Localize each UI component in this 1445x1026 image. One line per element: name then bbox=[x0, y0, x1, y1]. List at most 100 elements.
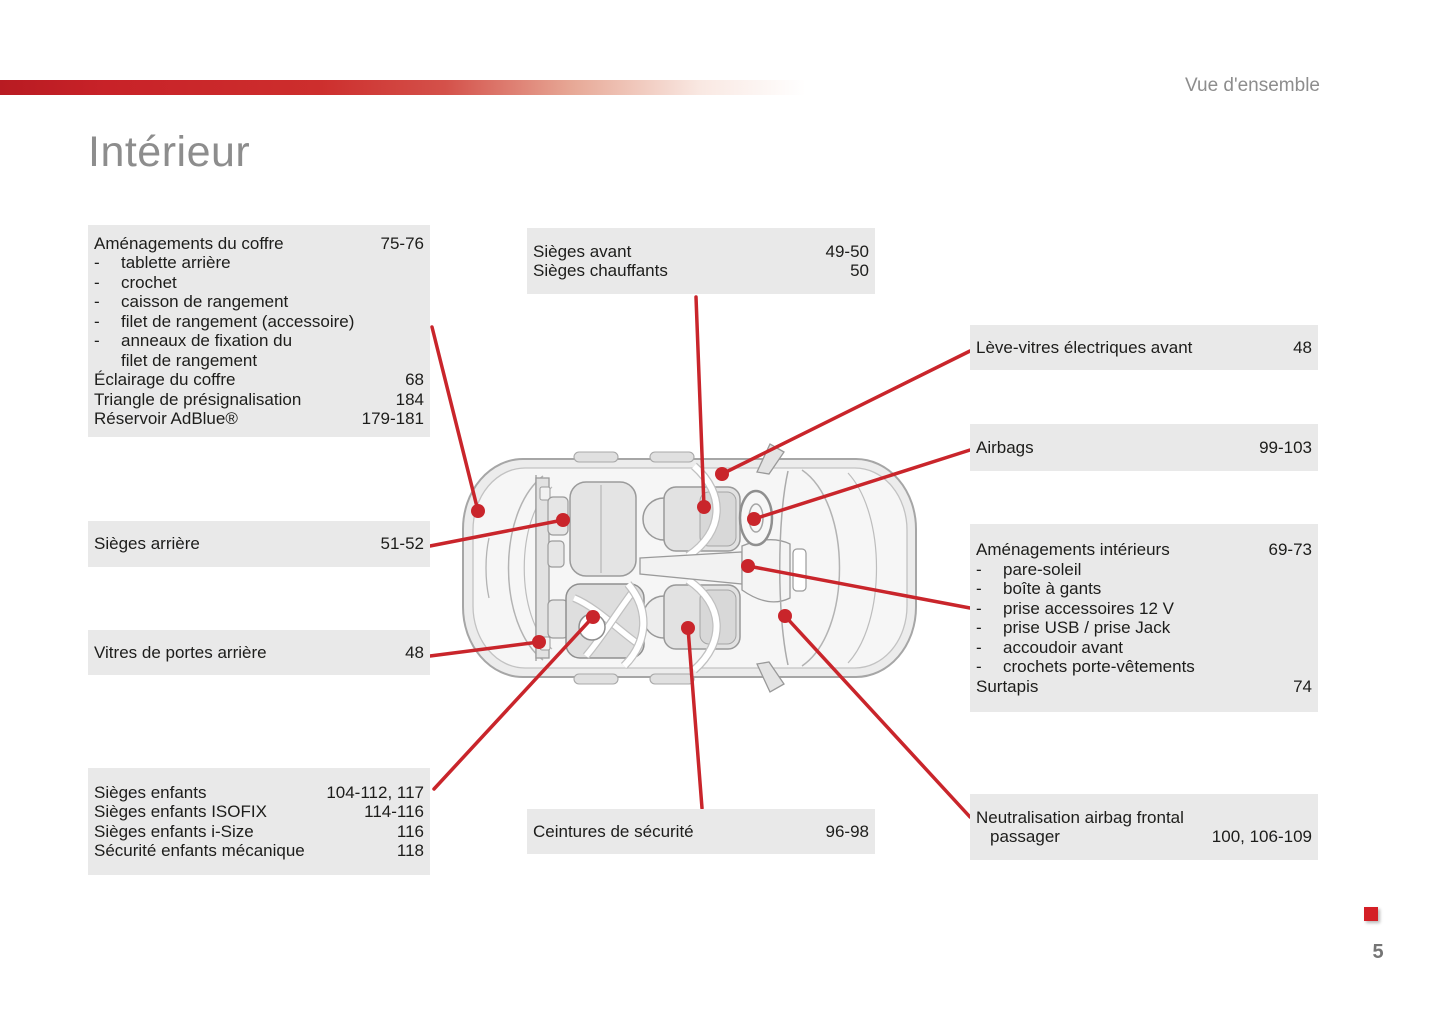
item-label: Surtapis bbox=[976, 676, 1039, 696]
callout-box-coffre: Aménagements du coffre 75-76 - tablette ar… bbox=[88, 225, 430, 437]
front-seats bbox=[642, 486, 741, 650]
item-label: Vitres de portes arrière bbox=[94, 642, 267, 662]
callout-dot-airbags bbox=[747, 512, 761, 526]
item-pages: 74 bbox=[1293, 676, 1312, 696]
callout-dot-ceintures bbox=[681, 621, 695, 635]
item-pages: 99-103 bbox=[1259, 437, 1312, 457]
item-label: Neutralisation airbag frontal bbox=[976, 807, 1184, 827]
callout-line-sieges-arriere bbox=[428, 518, 565, 548]
dash: - bbox=[94, 331, 100, 350]
callout-dot-sieges-enfants bbox=[586, 610, 600, 624]
item-label: Sièges enfants ISOFIX bbox=[94, 802, 267, 821]
item-pages: 49-50 bbox=[825, 241, 869, 261]
dash: - bbox=[976, 637, 982, 657]
callout-line-amenagements-interieurs bbox=[746, 564, 972, 610]
item-label: boîte à gants bbox=[1003, 579, 1102, 598]
item-pages: 100, 106-109 bbox=[1211, 827, 1312, 846]
item-label: crochet bbox=[121, 272, 177, 292]
callout-dot-amenagements-interieurs bbox=[741, 559, 755, 573]
item-label: Réservoir AdBlue® bbox=[94, 409, 238, 428]
callout-box-leve-vitres: Lève-vitres électriques avant 48 bbox=[970, 325, 1318, 370]
section-header: Vue d'ensemble bbox=[1185, 75, 1320, 96]
item-label: filet de rangement (accessoire) bbox=[121, 311, 355, 331]
callout-box-neutralisation: Neutralisation airbag frontal passager 10… bbox=[970, 794, 1318, 860]
callout-box-sieges-avant: Sièges avant 49-50 Sièges chauffants 50 bbox=[527, 228, 875, 294]
callout-dot-coffre bbox=[471, 504, 485, 518]
item-pages: 179-181 bbox=[361, 409, 424, 428]
item-pages: 75-76 bbox=[380, 233, 424, 253]
callout-dot-leve-vitres bbox=[715, 467, 729, 481]
item-pages: 96-98 bbox=[825, 821, 869, 841]
item-pages: 51-52 bbox=[380, 534, 424, 554]
dash: - bbox=[94, 292, 100, 311]
dash: - bbox=[976, 598, 982, 618]
item-label: passager bbox=[990, 827, 1060, 846]
item-label: Aménagements intérieurs bbox=[976, 540, 1170, 559]
dashboard-line bbox=[779, 470, 789, 666]
callout-line-leve-vitres bbox=[720, 349, 972, 476]
red-gradient-bar bbox=[0, 80, 1060, 95]
item-label: prise USB / prise Jack bbox=[1003, 618, 1171, 637]
dash: - bbox=[94, 253, 100, 272]
callout-lines bbox=[428, 295, 972, 819]
item-label: Airbags bbox=[976, 437, 1034, 457]
item-label: Sièges enfants i-Size bbox=[94, 821, 254, 841]
callout-dot-sieges-arriere bbox=[556, 513, 570, 527]
hood-line bbox=[847, 472, 877, 664]
item-label: Ceintures de sécurité bbox=[533, 821, 694, 841]
callout-line-sieges-enfants bbox=[432, 615, 595, 791]
dash: - bbox=[976, 657, 982, 676]
mirror-bottom bbox=[756, 661, 785, 693]
item-label: Sièges chauffants bbox=[533, 261, 668, 280]
item-label: anneaux de fixation du bbox=[121, 331, 293, 350]
dash: - bbox=[976, 618, 982, 637]
dash: - bbox=[976, 559, 982, 579]
callout-box-sieges-arriere: Sièges arrière 51-52 bbox=[88, 521, 430, 567]
item-pages: 69-73 bbox=[1268, 540, 1312, 559]
item-pages: 114-116 bbox=[364, 802, 424, 821]
item-label: caisson de rangement bbox=[121, 292, 289, 311]
callout-line-sieges-avant bbox=[694, 295, 706, 509]
item-label: crochets porte-vêtements bbox=[1003, 657, 1195, 676]
item-pages: 48 bbox=[1293, 337, 1312, 357]
item-label: Sièges avant bbox=[533, 241, 632, 261]
item-label: filet de rangement bbox=[121, 350, 258, 370]
item-pages: 50 bbox=[850, 261, 869, 280]
item-label: Triangle de présignalisation bbox=[94, 389, 302, 409]
callout-line-vitres-portes-arriere bbox=[428, 640, 541, 658]
dash: - bbox=[94, 311, 100, 331]
dash: - bbox=[94, 272, 100, 292]
item-pages: 48 bbox=[405, 642, 424, 662]
callout-line-coffre bbox=[430, 325, 480, 513]
callout-line-airbags bbox=[752, 448, 972, 521]
callout-dot-vitres-portes-arriere bbox=[532, 635, 546, 649]
item-label: Aménagements du coffre bbox=[94, 233, 284, 253]
item-pages: 184 bbox=[395, 389, 424, 409]
item-label: Éclairage du coffre bbox=[94, 370, 236, 389]
item-pages: 68 bbox=[405, 370, 424, 389]
item-pages: 116 bbox=[396, 821, 424, 841]
child-seat bbox=[565, 583, 645, 659]
item-label: Sécurité enfants mécanique bbox=[94, 841, 305, 860]
dash: - bbox=[976, 579, 982, 598]
car-top-view bbox=[462, 443, 917, 693]
item-pages: 104-112, 117 bbox=[326, 782, 424, 802]
callout-box-amenagements-interieurs: Aménagements intérieurs 69-73 - pare-solei… bbox=[970, 524, 1318, 712]
item-label: tablette arrière bbox=[121, 253, 231, 272]
windshield-line bbox=[801, 469, 841, 667]
callout-dot-neutralisation bbox=[778, 609, 792, 623]
item-pages: 118 bbox=[396, 841, 424, 860]
item-label: pare-soleil bbox=[1003, 559, 1082, 579]
item-label: accoudoir avant bbox=[1003, 637, 1124, 657]
callout-box-vitres-portes-arriere: Vitres de portes arrière 48 bbox=[88, 630, 430, 675]
footer-red-square bbox=[1364, 907, 1378, 921]
callout-line-neutralisation bbox=[783, 614, 972, 819]
item-label: Lève-vitres électriques avant bbox=[976, 337, 1193, 357]
callout-dot-sieges-avant bbox=[697, 500, 711, 514]
callout-box-airbags: Airbags 99-103 bbox=[970, 424, 1318, 471]
item-label: Sièges arrière bbox=[94, 534, 200, 554]
item-label: prise accessoires 12 V bbox=[1003, 598, 1175, 618]
